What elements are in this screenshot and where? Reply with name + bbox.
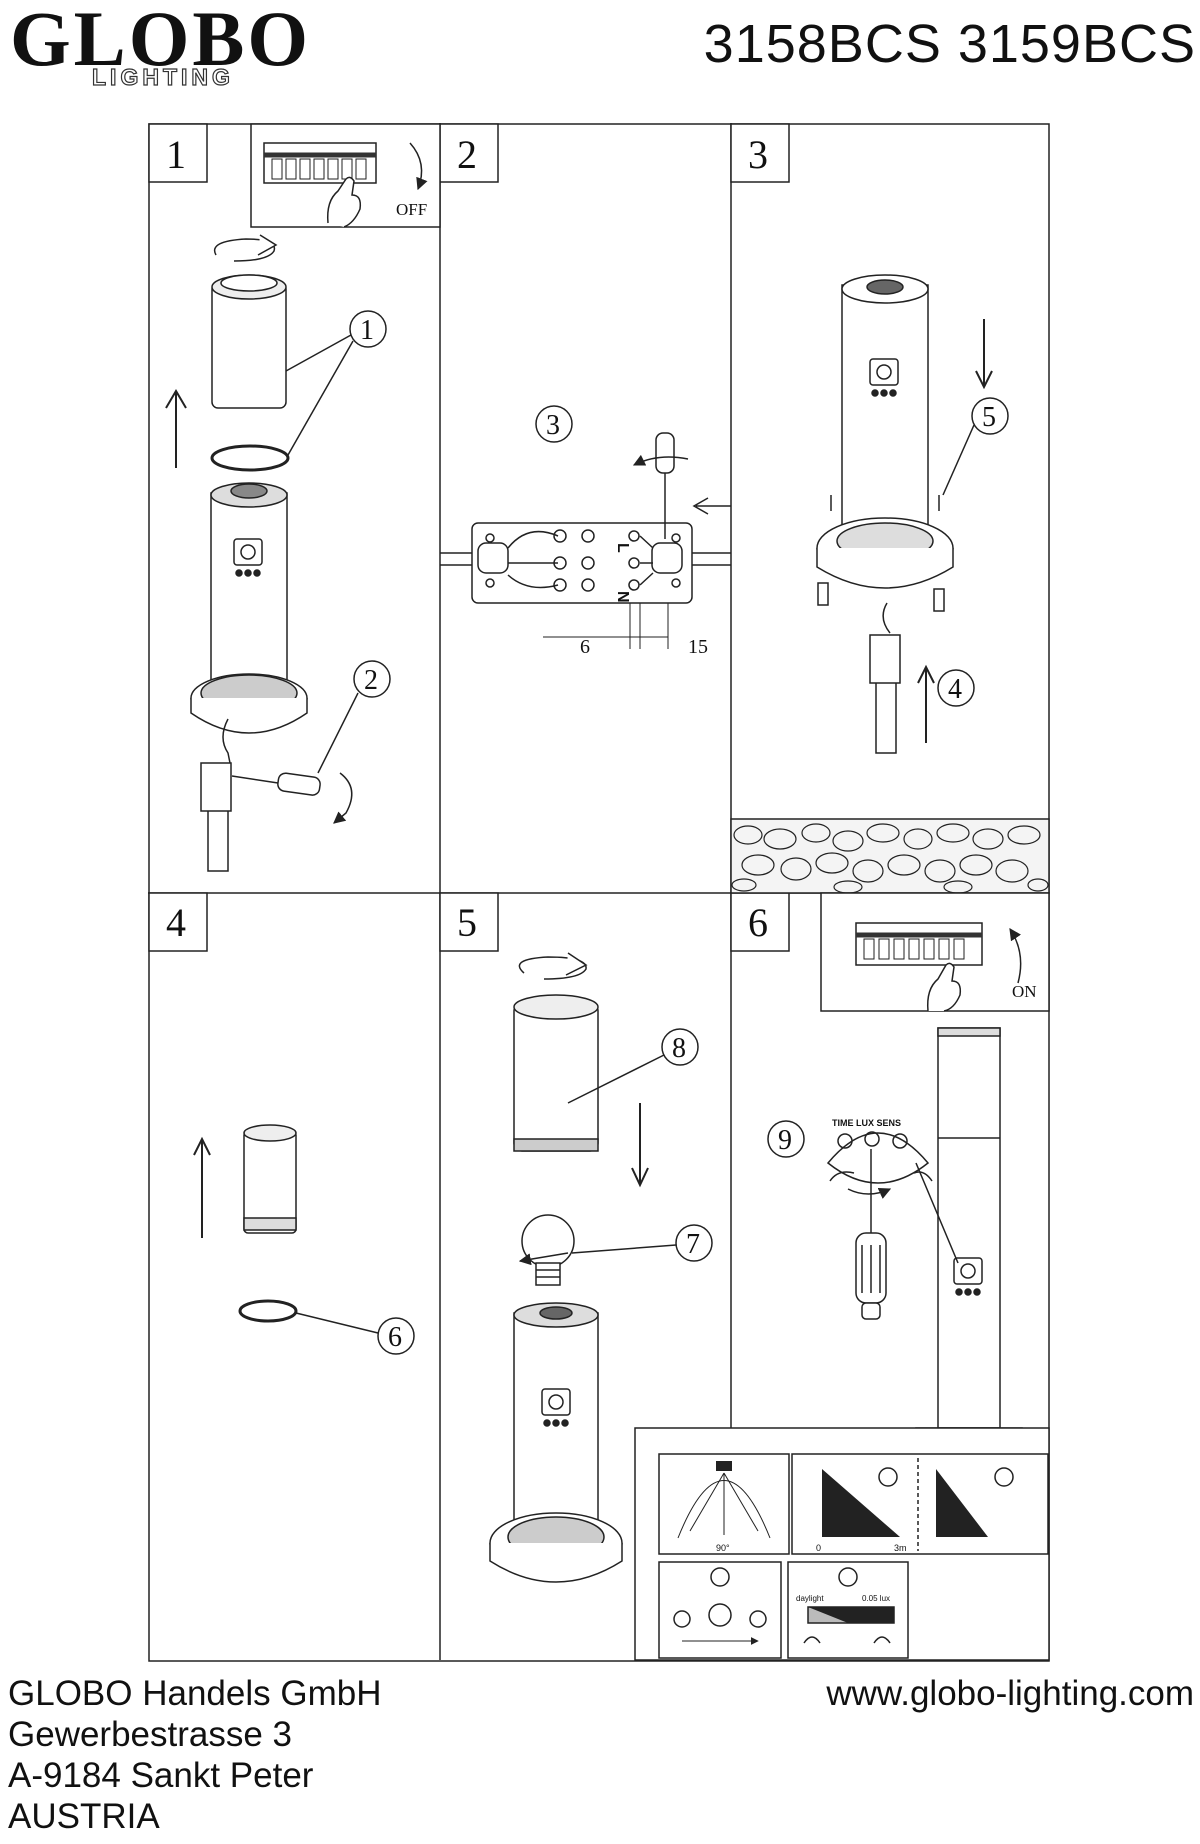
step-1-number: 1 [166,132,186,177]
callout-9: 9 [778,1125,792,1156]
dial-labels: TIME LUX SENS [832,1118,901,1128]
step-2-badge: 2 [439,123,499,183]
sensor-info-area: 90° 0 3m daylight 0.05 lux [634,1427,1050,1661]
callout-2: 2 [364,665,378,696]
callout-1-circle [349,310,387,348]
country: AUSTRIA [8,1797,160,1836]
panel-6-hand-icon [926,962,962,1012]
step-4-badge: 4 [148,892,208,952]
panel-3-ground-stake [875,683,897,754]
callout-7: 7 [686,1229,700,1260]
street-address: Gewerbestrasse 3 [8,1715,293,1754]
panel-2-screwdriver-icon [655,432,675,539]
callout-3-circle [535,405,573,443]
step-5-number: 5 [457,900,477,945]
panel-4-glass-shade [243,1124,297,1234]
panel-3-junction-box [869,634,901,684]
callout-8: 8 [672,1033,686,1064]
dial-turn-arrow-icon [847,1188,892,1199]
screw-in-arrow-icon [518,1252,569,1266]
panel-5-post [489,1302,623,1583]
callout-3: 3 [546,410,560,441]
step-1-badge: 1 [148,123,208,183]
panel-1-breaker-inset: OFF [250,123,441,228]
panel-5-glass-shade [513,994,599,1152]
callout-6-circle [377,1317,415,1355]
step-6-number: 6 [748,900,768,945]
sensor-dial-panel: TIME LUX SENS [826,1118,933,1184]
sensitivity-box [658,1561,782,1659]
strip-outer-label: 15 [688,636,708,658]
lux-value-label: 0.05 lux [862,1594,890,1603]
terminal-block: L N [440,522,731,604]
dial-leader-line [915,1162,959,1264]
step-2-number: 2 [457,132,477,177]
panel-4-gasket [238,1299,298,1323]
lift-arrow-icon [165,389,187,468]
lux-setting-box [787,1561,909,1659]
step-4-number: 4 [166,900,186,945]
time-axis-max: 3m [894,1543,907,1553]
daylight-label: daylight [796,1594,824,1603]
turn-arrow-icon [333,772,353,824]
light-bulb-icon [521,1214,575,1286]
terminal-l-label: L [614,543,631,553]
time-setting-box [791,1453,1049,1555]
website-link[interactable]: www.globo-lighting.com [826,1674,1194,1713]
insert-wire-arrow-icon [692,497,731,515]
panel-6-breaker-inset: ON [820,892,1050,1012]
rotate-arrow-head [257,234,278,256]
panel-5-lower-arrow-icon [631,1103,649,1188]
lamp-post-body [190,482,308,734]
panel-3-cable [882,602,891,634]
brand-name: GLOBO [10,0,312,82]
hand-icon [326,176,362,228]
panel-4-lift-arrow-icon [193,1136,211,1238]
switch-on-label: ON [1012,982,1037,1001]
callout-8-circle [661,1028,699,1066]
gravel-ground [730,818,1050,894]
callout-4: 4 [948,674,962,705]
callout-5: 5 [982,402,996,433]
screwdriver-icon [231,772,321,796]
callout-2-circle [353,660,391,698]
switch-off-label: OFF [396,200,427,219]
strip-dimensions: 6 15 [543,603,708,658]
step-5-badge: 5 [439,892,499,952]
callout-4-circle [937,669,975,707]
raise-arrow-icon [917,664,935,743]
step-3-number: 3 [748,132,768,177]
gasket-ring [210,444,290,472]
detection-angle-label: 90° [716,1543,730,1553]
panel-3-post [816,274,954,612]
callout-7-circle [675,1224,713,1262]
panel-2-turn-arrow-icon [632,454,689,466]
lower-arrow-icon [975,319,993,390]
terminal-n-label: N [614,591,631,603]
brand-subtitle: LIGHTING [91,63,234,90]
city-address: A-9184 Sankt Peter [8,1756,314,1795]
panel-6-post [915,1027,1023,1451]
ground-stake [207,811,229,872]
callout-6: 6 [388,1322,402,1353]
supply-cable [222,718,231,764]
company-address: GLOBO Handels GmbH Gewerbestrasse 3 A-91… [8,1673,381,1837]
callout-1: 1 [360,315,374,346]
model-numbers: 3158BCS 3159BCS [703,14,1196,74]
strip-inner-label: 6 [580,636,590,658]
instruction-diagram: 1 2 3 4 5 6 OFF [148,123,1050,1662]
panel-5-rotate-arrow-head [565,952,588,976]
company-name: GLOBO Handels GmbH [8,1674,382,1713]
detection-angle-box [658,1453,790,1555]
junction-box [200,762,232,812]
step-3-badge: 3 [730,123,790,183]
brand-logo: GLOBO LIGHTING [10,0,312,91]
adjust-screwdriver-icon [855,1149,887,1320]
time-axis-min: 0 [816,1543,821,1553]
step-6-badge: 6 [730,892,790,952]
glass-shade [211,274,287,409]
callout-9-circle [767,1120,805,1158]
callout-5-circle [971,397,1009,435]
